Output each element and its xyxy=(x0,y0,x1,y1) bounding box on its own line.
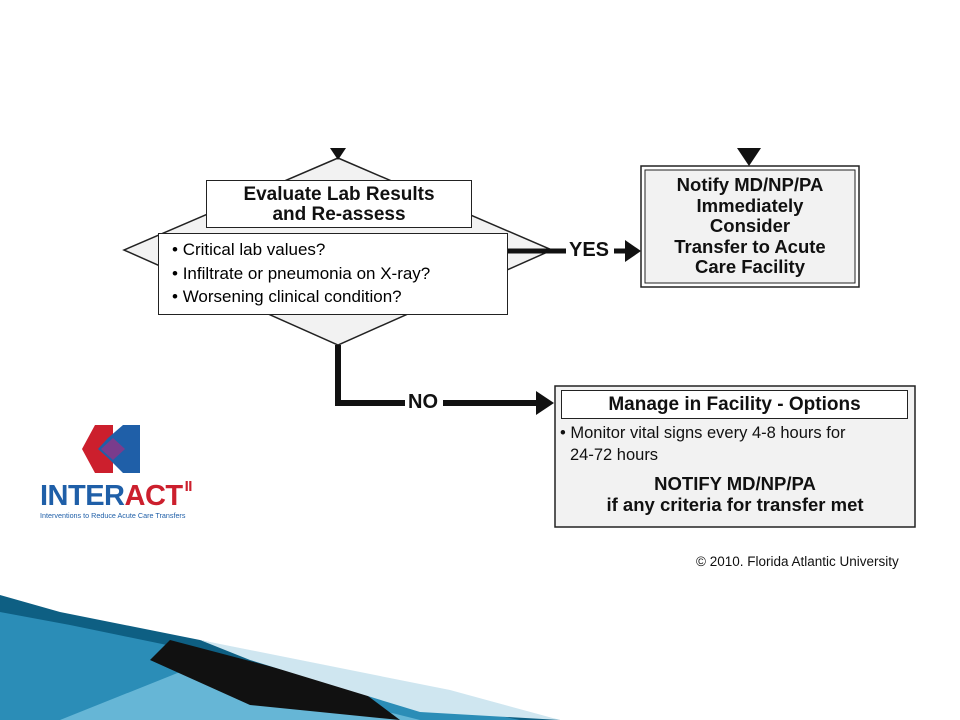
manage-title: Manage in Facility - Options xyxy=(608,394,861,415)
evaluate-title-line2: and Re-assess xyxy=(272,204,406,225)
notify-line: Notify MD/NP/PA xyxy=(676,174,824,195)
notify-line: Consider xyxy=(709,215,791,236)
logo-tagline: Interventions to Reduce Acute Care Trans… xyxy=(40,511,186,520)
notify-box-inner xyxy=(644,169,856,284)
no-label: NO xyxy=(408,391,438,413)
interact-logo-mark xyxy=(82,425,140,473)
notify-line: Immediately xyxy=(696,194,804,216)
criteria-item: Infiltrate or pneumonia on X-ray? xyxy=(172,262,507,286)
yes-arrowhead xyxy=(625,240,641,262)
logo-superscript: II xyxy=(184,478,193,496)
manage-notify-line1: NOTIFY MD/NP/PA xyxy=(654,473,816,494)
manage-notify-text: NOTIFY MD/NP/PA if any criteria for tran… xyxy=(555,473,915,515)
notify-line: Transfer to Acute xyxy=(674,235,826,257)
criteria-box: Critical lab values? Infiltrate or pneum… xyxy=(158,233,508,315)
copyright-notice: © 2010. Florida Atlantic University xyxy=(696,554,899,569)
notify-line: Care Facility xyxy=(694,256,806,277)
diamond-entry-arrow xyxy=(330,148,346,160)
evaluate-title-box: Evaluate Lab Results and Re-assess xyxy=(206,180,472,228)
notify-entry-arrow xyxy=(737,148,761,166)
bottom-ribbon xyxy=(0,595,560,720)
no-connector-line xyxy=(335,345,405,406)
manage-bullet-line1: • Monitor vital signs every 4-8 hours fo… xyxy=(560,424,846,442)
criteria-item: Worsening clinical condition? xyxy=(172,285,507,309)
logo-word-act: ACT xyxy=(124,480,184,512)
criteria-list: Critical lab values? Infiltrate or pneum… xyxy=(172,238,507,309)
manage-notify-line2: if any criteria for transfer met xyxy=(606,493,864,515)
no-arrowhead xyxy=(536,391,554,415)
manage-title-box: Manage in Facility - Options xyxy=(561,390,908,419)
criteria-item: Critical lab values? xyxy=(172,238,507,262)
yes-label: YES xyxy=(569,239,610,261)
manage-bullet: • Monitor vital signs every 4-8 hours fo… xyxy=(560,422,846,466)
notify-box-text: Notify MD/NP/PA Immediately Consider Tra… xyxy=(645,174,855,278)
evaluate-title-line1: Evaluate Lab Results xyxy=(243,184,435,205)
logo-word-inter: INTER xyxy=(40,480,125,512)
manage-bullet-line2: 24-72 hours xyxy=(570,446,659,464)
